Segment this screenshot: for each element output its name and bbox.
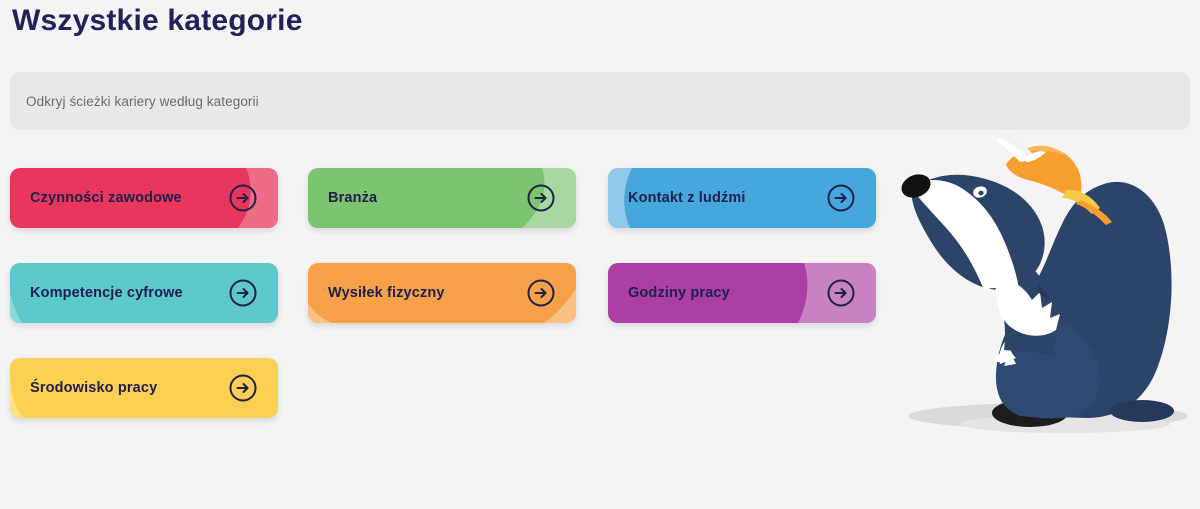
category-card-label: Kontakt z ludźmi — [628, 190, 746, 206]
arrow-right-circle-icon[interactable] — [526, 278, 556, 308]
category-card-label: Godziny pracy — [628, 285, 730, 301]
category-card-label: Branża — [328, 190, 378, 206]
category-card-label: Wysiłek fizyczny — [328, 285, 445, 301]
arrow-right-circle-icon[interactable] — [228, 183, 258, 213]
category-card-srodowisko-pracy[interactable]: Środowisko pracy — [10, 358, 278, 418]
category-card-label: Czynności zawodowe — [30, 190, 182, 206]
category-card-wysilek-fizyczny[interactable]: Wysiłek fizyczny — [308, 263, 576, 323]
category-card-kompetencje-cyfrowe[interactable]: Kompetencje cyfrowe — [10, 263, 278, 323]
arrow-right-circle-icon[interactable] — [826, 278, 856, 308]
category-card-kontakt-z-ludzmi[interactable]: Kontakt z ludźmi — [608, 168, 876, 228]
page-title: Wszystkie kategorie — [12, 4, 303, 37]
badger-mascot — [880, 128, 1200, 438]
category-card-branza[interactable]: Branża — [308, 168, 576, 228]
arrow-right-circle-icon[interactable] — [526, 183, 556, 213]
subtitle-bar: Odkryj ścieżki kariery według kategorii — [10, 72, 1190, 130]
category-card-czynnosci-zawodowe[interactable]: Czynności zawodowe — [10, 168, 278, 228]
arrow-right-circle-icon[interactable] — [228, 373, 258, 403]
category-card-godziny-pracy[interactable]: Godziny pracy — [608, 263, 876, 323]
category-card-label: Kompetencje cyfrowe — [30, 285, 183, 301]
category-card-label: Środowisko pracy — [30, 380, 158, 396]
arrow-right-circle-icon[interactable] — [826, 183, 856, 213]
category-card-grid: Czynności zawodowe Branża — [10, 168, 876, 418]
arrow-right-circle-icon[interactable] — [228, 278, 258, 308]
subtitle-text: Odkryj ścieżki kariery według kategorii — [26, 93, 259, 109]
